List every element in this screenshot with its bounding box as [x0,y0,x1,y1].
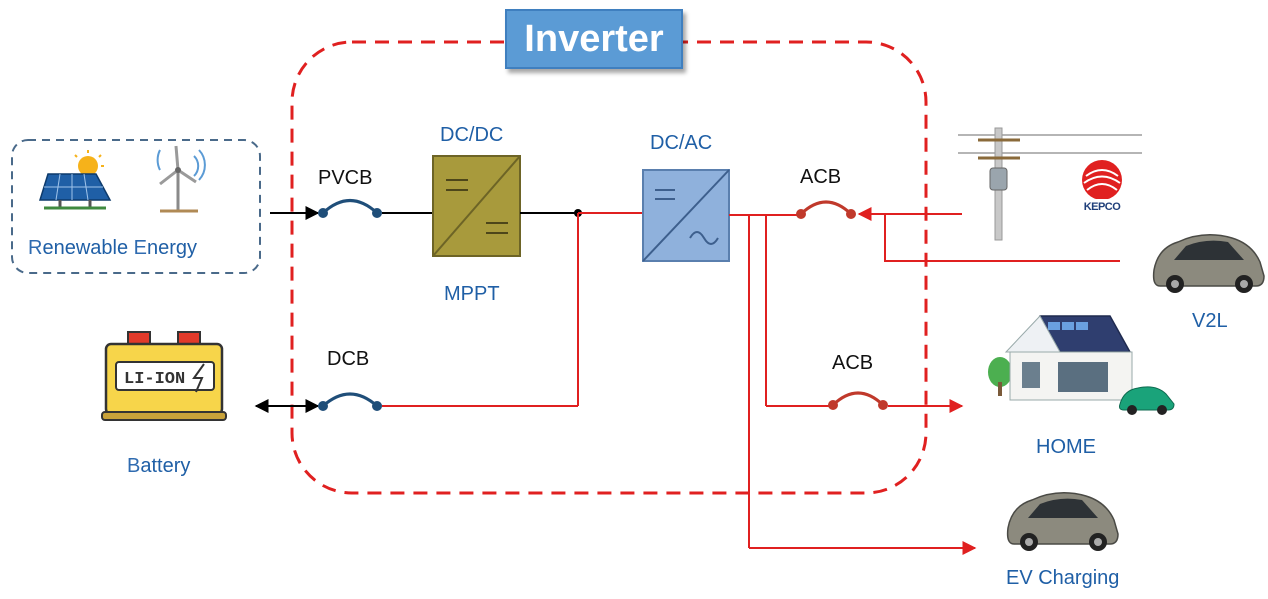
solar-panel-icon [38,150,112,210]
renewable-r: R [28,237,43,259]
dcb-label: DCB [327,348,370,370]
renewable-energy-box [11,139,261,274]
renewable-e: E [133,237,147,259]
renewable-rest2: nergy [146,237,198,259]
acb-home-label: ACB [832,352,874,374]
dcb-breaker [318,392,382,411]
acb-grid-label: ACB [800,166,842,188]
battery-label: Battery [127,454,190,478]
acb-home-breaker [828,391,888,410]
mppt-label: MPPT [444,283,500,305]
dcac-label: DC/AC [650,132,713,154]
dcdc-label: DC/DC [440,124,504,146]
renewable-energy-label: Renewable Energy [28,236,197,260]
v2l-line [884,214,1120,262]
battery-b: B [127,455,141,477]
pvcb-breaker [318,199,382,218]
inverter-boundary [290,40,928,495]
inverter-title: Inverter [505,9,683,69]
wind-turbine-icon [156,145,206,213]
dcac-converter [642,169,730,262]
home-icon [988,315,1175,415]
battery-icon: LI-ION [101,331,227,421]
v2l-label: V2L [1192,310,1228,332]
acb-grid-breaker [796,200,856,219]
svg-text:KEPCO: KEPCO [1084,201,1122,213]
battery-rest: attery [140,455,191,477]
ev-car-icon [1006,492,1119,551]
renewable-rest1: enewable [42,237,134,259]
pvcb-label: PVCB [318,167,373,189]
utility-pole-icon [958,127,1142,241]
dcdc-converter [432,155,521,257]
battery-cell-text: LI-ION [124,370,185,389]
kepco-logo: KEPCO [1080,160,1124,213]
home-label: HOME [1036,436,1096,458]
v2l-car-icon [1152,234,1265,293]
ev-charging-label: EV Charging [1006,567,1120,589]
